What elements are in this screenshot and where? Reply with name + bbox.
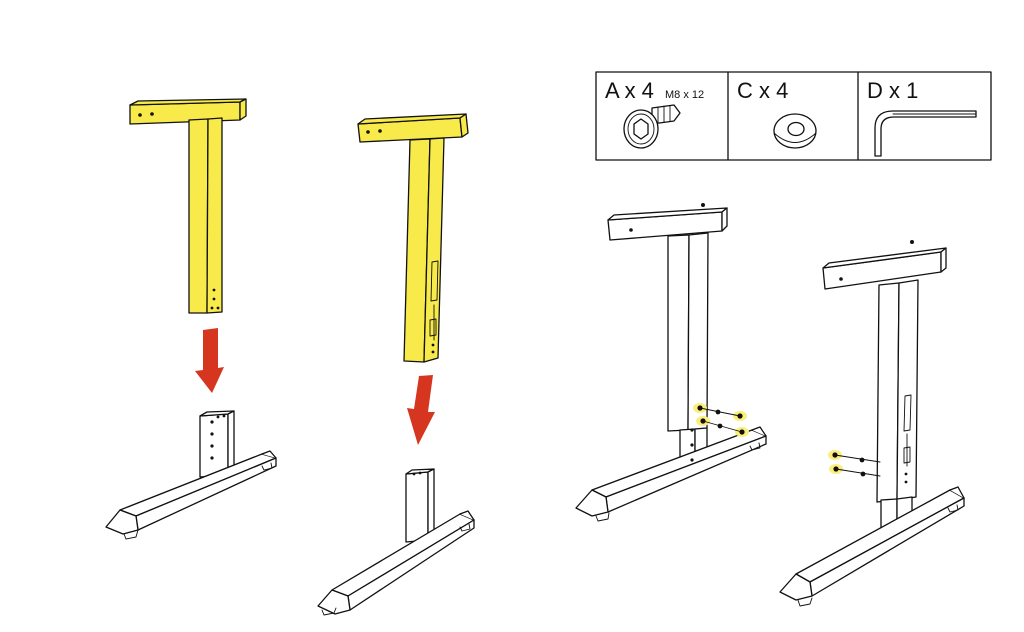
step-fasten-right <box>779 240 965 607</box>
legend-cell-a: A x 4 M8 x 12 <box>605 78 704 149</box>
legend-d-label: D x 1 <box>867 78 918 103</box>
yellow-upright-right <box>357 113 469 363</box>
legend-cell-c: C x 4 <box>737 78 817 149</box>
step-fasten-left <box>575 203 767 522</box>
flat-washer-icon <box>773 113 817 149</box>
yellow-upright-left <box>129 98 247 314</box>
bolt-set-right <box>828 450 881 477</box>
legend-c-label: C x 4 <box>737 78 788 103</box>
step-insert-upright-left <box>105 98 277 540</box>
step-insert-upright-right <box>317 113 475 616</box>
down-arrow-icon <box>195 328 224 393</box>
base-foot-right <box>317 468 475 616</box>
legend-a-spec: M8 x 12 <box>665 89 704 101</box>
hex-socket-bolt-icon <box>623 104 681 149</box>
assembled-frame-left <box>575 203 767 522</box>
legend-cell-d: D x 1 <box>867 78 977 157</box>
down-arrow-icon <box>407 375 435 445</box>
parts-legend: A x 4 M8 x 12 C x 4 D x 1 <box>595 71 992 161</box>
bolt-set-left <box>690 403 749 462</box>
base-foot-left <box>105 410 277 540</box>
allen-key-icon <box>874 110 977 157</box>
assembled-frame-right <box>779 240 965 607</box>
legend-a-label: A x 4 <box>605 78 654 103</box>
